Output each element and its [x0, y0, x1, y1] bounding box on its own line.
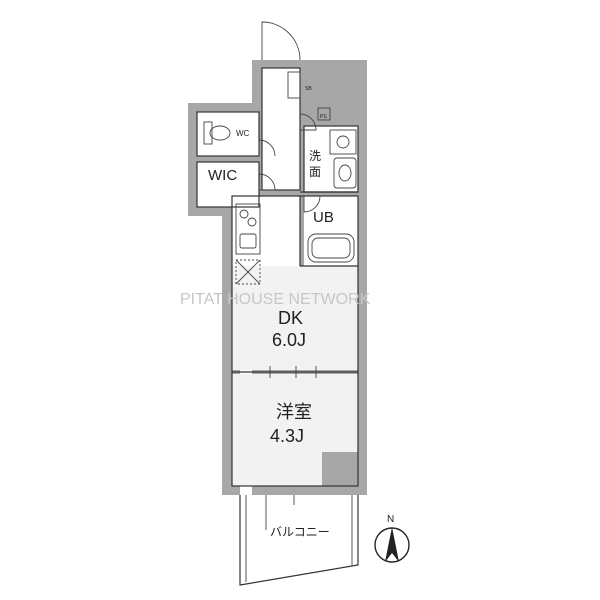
- doors: [258, 21, 321, 213]
- shoe-box-icon: [287, 71, 301, 99]
- balcony: [239, 495, 359, 586]
- toilet-icon: [203, 121, 231, 145]
- washroom-floor: [304, 126, 358, 192]
- unit-bath-floor: [304, 196, 358, 266]
- washbasin-icon: [333, 157, 357, 189]
- hall-floor: [262, 68, 300, 190]
- washroom-label-bottom: 面: [309, 165, 321, 179]
- wc-floor: [197, 112, 259, 156]
- ps-label: PS: [320, 114, 327, 120]
- dk-size: 6.0J: [272, 330, 306, 350]
- washing-machine-icon: [329, 129, 357, 155]
- wc-label: WC: [236, 129, 250, 138]
- watermark: PITAT HOUSE NETWORK: [180, 291, 371, 308]
- bath-door-icon: [303, 195, 321, 213]
- refrigerator-space-icon: [235, 259, 261, 285]
- kitchen-counter-icon: [235, 203, 261, 255]
- washroom-door-icon: [299, 113, 317, 131]
- compass-north-label: N: [387, 514, 394, 525]
- unit-bath-label: UB: [313, 209, 334, 226]
- western-room-label: 洋室: [276, 402, 312, 422]
- wic-label: WIC: [208, 167, 237, 184]
- sb-label: SB: [305, 86, 312, 92]
- room-floors: [197, 68, 358, 492]
- interior-lines: [196, 67, 359, 487]
- fixtures: [203, 71, 357, 285]
- wic-door-icon: [258, 173, 276, 191]
- wc-door-icon: [258, 139, 276, 157]
- balcony-label: バルコニー: [270, 525, 330, 539]
- compass-icon: [374, 527, 410, 563]
- dk-floor: [232, 266, 358, 370]
- dk-label: DK: [278, 308, 303, 328]
- bathtub-icon: [307, 233, 355, 263]
- western-room-size: 4.3J: [270, 426, 304, 446]
- pipe-space-icon: [317, 107, 331, 121]
- entrance-door-icon: [261, 21, 301, 61]
- washroom-label-top: 洗: [309, 149, 321, 163]
